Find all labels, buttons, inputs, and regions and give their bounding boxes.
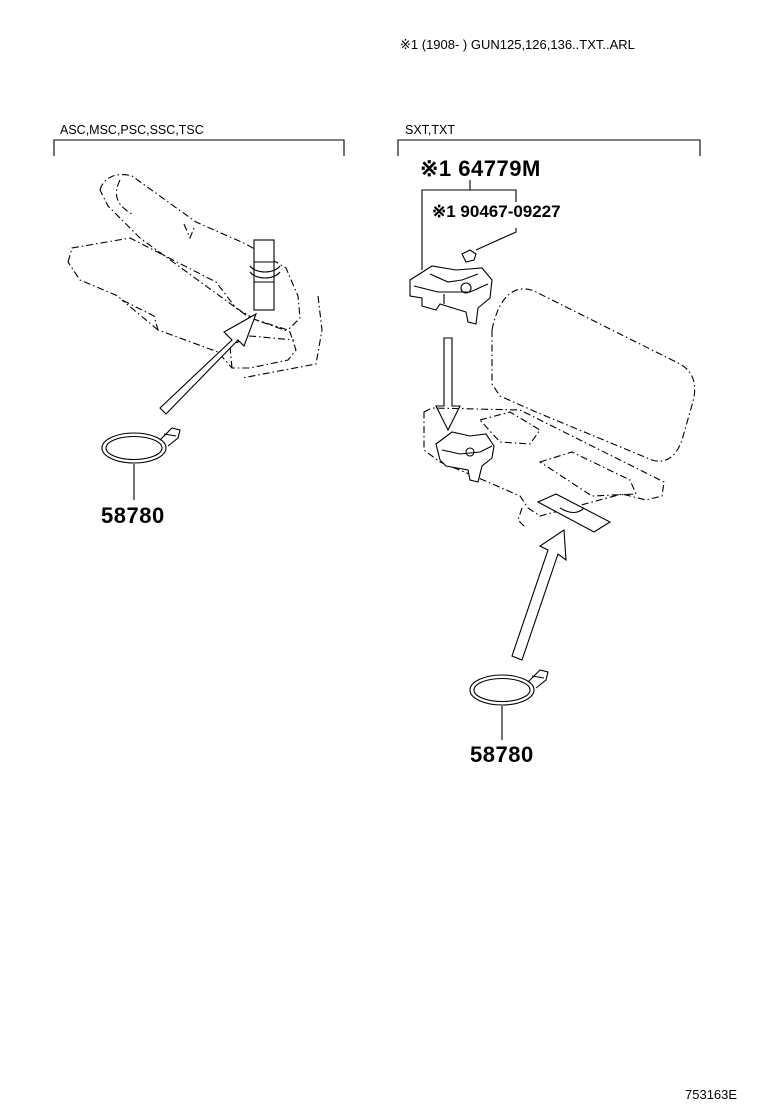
left-arrow <box>159 312 258 415</box>
applicability-note: ※1 (1908- ) GUN125,126,136..TXT..ARL <box>400 37 635 52</box>
bracket-installed <box>435 431 495 483</box>
right-ring-part <box>469 669 549 706</box>
part-number-90467-09227[interactable]: ※1 90467-09227 <box>432 202 561 221</box>
right-down-arrow <box>435 337 461 432</box>
section-label-right: SXT,TXT <box>405 123 456 137</box>
clip-part <box>461 249 477 263</box>
section-bracket-right <box>397 139 701 156</box>
right-seat-drawing <box>423 288 696 529</box>
part-number-58780-right[interactable]: 58780 <box>470 742 534 767</box>
left-seat-drawing <box>67 173 323 379</box>
right-up-arrow <box>511 529 567 661</box>
section-bracket-left <box>53 139 345 156</box>
right-callout-leaders <box>421 180 517 270</box>
section-label-left: ASC,MSC,PSC,SSC,TSC <box>60 123 204 137</box>
bracket-part <box>409 265 493 325</box>
left-ring-part <box>101 427 181 464</box>
part-number-64779M[interactable]: ※1 64779M <box>420 156 541 181</box>
floor-strap <box>536 493 612 533</box>
illustration-reference: 753163E <box>685 1087 738 1102</box>
part-number-58780-left[interactable]: 58780 <box>101 503 165 528</box>
